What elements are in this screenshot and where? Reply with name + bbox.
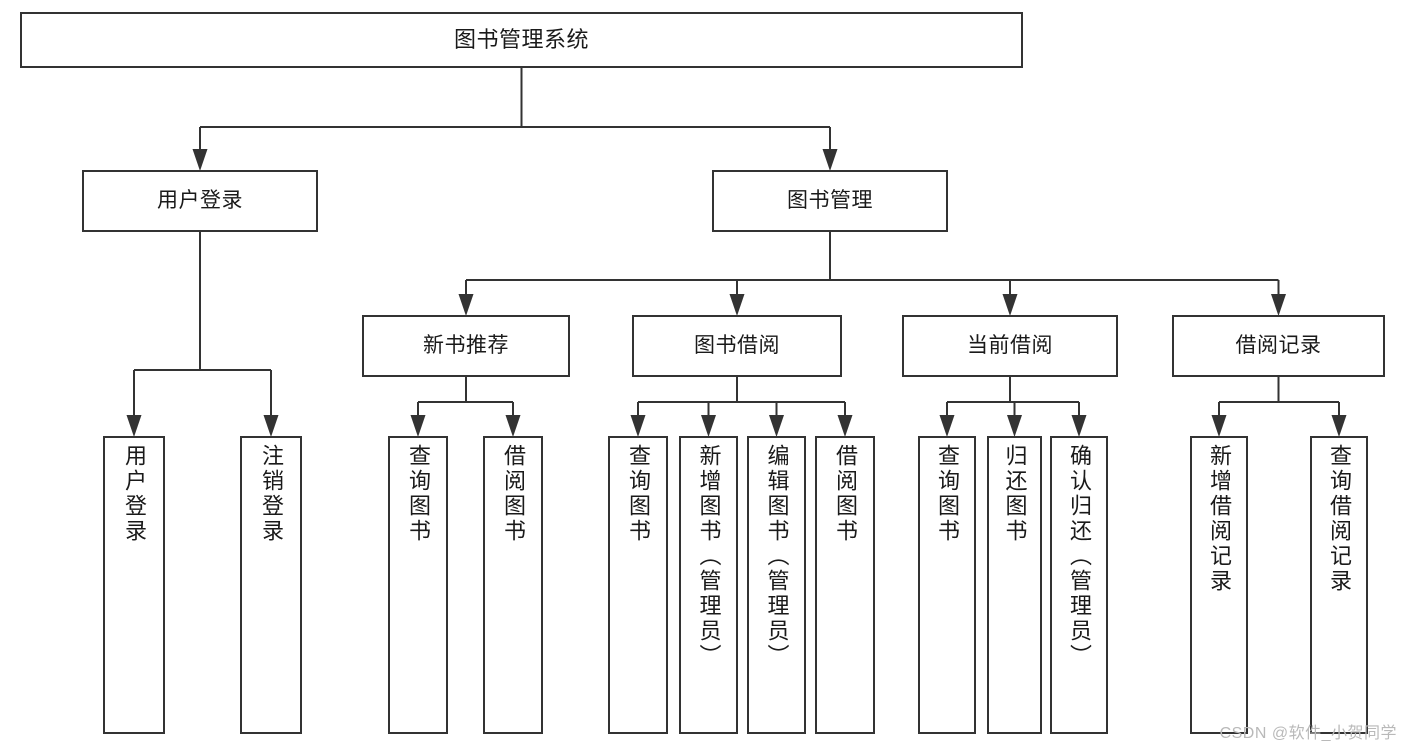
node-label: 查询借阅记录 bbox=[1327, 444, 1352, 594]
node-leaf-add-record[interactable]: 新增借阅记录 bbox=[1190, 436, 1248, 734]
node-user-login[interactable]: 用户登录 bbox=[82, 170, 318, 232]
node-label: 编辑图书（管理员） bbox=[764, 444, 790, 669]
node-book-borrow[interactable]: 图书借阅 bbox=[632, 315, 842, 377]
node-label: 图书管理系统 bbox=[453, 27, 589, 53]
node-label: 借阅图书 bbox=[501, 444, 526, 544]
node-label: 查询图书 bbox=[626, 444, 651, 544]
node-label: 用户登录 bbox=[157, 188, 243, 212]
node-label: 新增借阅记录 bbox=[1207, 444, 1232, 594]
node-leaf-borrow-book-1[interactable]: 借阅图书 bbox=[483, 436, 543, 734]
node-label: 查询图书 bbox=[935, 444, 960, 544]
node-book-manage[interactable]: 图书管理 bbox=[712, 170, 948, 232]
node-leaf-query-book-3[interactable]: 查询图书 bbox=[918, 436, 976, 734]
node-label: 用户登录 bbox=[122, 444, 147, 544]
node-leaf-query-record[interactable]: 查询借阅记录 bbox=[1310, 436, 1368, 734]
node-label: 新书推荐 bbox=[423, 333, 509, 357]
watermark: CSDN @软件_小贺同学 bbox=[1219, 725, 1397, 742]
node-leaf-return-book[interactable]: 归还图书 bbox=[987, 436, 1042, 734]
node-new-book-recommend[interactable]: 新书推荐 bbox=[362, 315, 570, 377]
node-borrow-record[interactable]: 借阅记录 bbox=[1172, 315, 1385, 377]
node-leaf-borrow-book-2[interactable]: 借阅图书 bbox=[815, 436, 875, 734]
node-label: 图书管理 bbox=[787, 188, 873, 212]
node-label: 注销登录 bbox=[259, 444, 284, 544]
node-label: 确认归还（管理员） bbox=[1067, 444, 1092, 669]
node-label: 借阅记录 bbox=[1235, 333, 1322, 357]
node-label: 查询图书 bbox=[406, 444, 431, 544]
node-leaf-query-book-1[interactable]: 查询图书 bbox=[388, 436, 448, 734]
node-root[interactable]: 图书管理系统 bbox=[20, 12, 1023, 68]
node-leaf-user-login[interactable]: 用户登录 bbox=[103, 436, 165, 734]
node-leaf-confirm-return[interactable]: 确认归还（管理员） bbox=[1050, 436, 1108, 734]
node-leaf-add-book[interactable]: 新增图书（管理员） bbox=[679, 436, 738, 734]
node-leaf-query-book-2[interactable]: 查询图书 bbox=[608, 436, 668, 734]
node-label: 新增图书（管理员） bbox=[696, 444, 722, 669]
node-leaf-edit-book[interactable]: 编辑图书（管理员） bbox=[747, 436, 806, 734]
node-current-borrow[interactable]: 当前借阅 bbox=[902, 315, 1118, 377]
node-label: 图书借阅 bbox=[694, 333, 780, 357]
node-label: 归还图书 bbox=[1002, 444, 1028, 544]
node-leaf-logout[interactable]: 注销登录 bbox=[240, 436, 302, 734]
node-label: 借阅图书 bbox=[833, 444, 858, 544]
node-label: 当前借阅 bbox=[967, 333, 1053, 357]
